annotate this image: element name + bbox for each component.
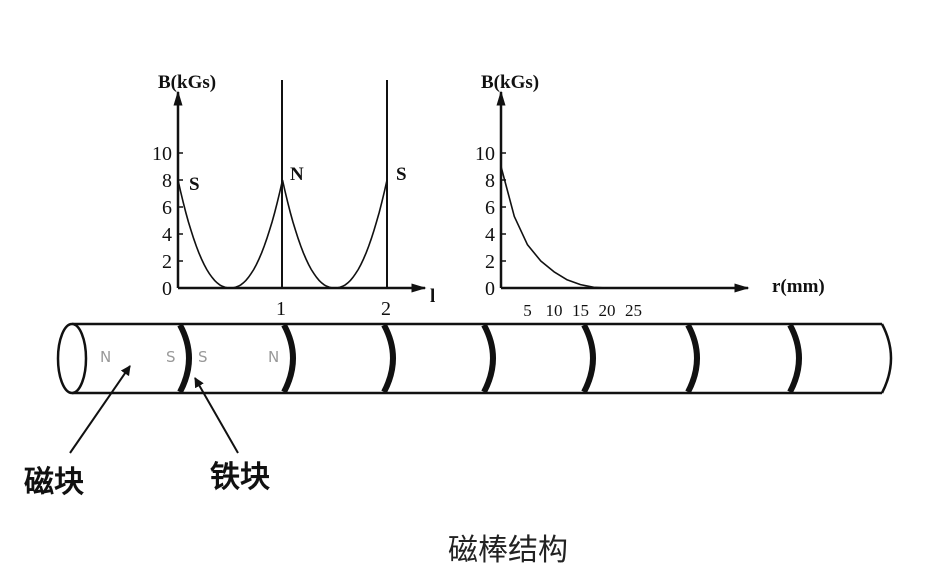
y-tick: 10 [475, 143, 495, 165]
x-tick: 5 [523, 301, 532, 320]
magnetic-rod: N S S N [56, 322, 893, 395]
x-axis-label: r(mm) [772, 276, 825, 297]
iron-block-label: 铁块 [210, 460, 270, 495]
rod-end [56, 322, 88, 395]
radial-field-chart: B(kGs) r(mm) 0 2 4 6 8 10 5 10 15 20 25 [475, 72, 825, 320]
pole-label: N [290, 164, 304, 185]
y-tick: 2 [162, 251, 172, 273]
x-tick: 2 [381, 298, 391, 320]
pole-mark: S [166, 348, 176, 366]
y-axis-label: B(kGs) [481, 72, 539, 93]
pole-label: S [396, 164, 407, 185]
x-tick: 15 [572, 301, 589, 320]
x-tick: 10 [546, 301, 563, 320]
field-curve [500, 166, 608, 289]
y-tick: 0 [485, 278, 495, 300]
y-tick: 0 [162, 278, 172, 300]
y-tick: 10 [152, 143, 172, 165]
y-tick: 8 [485, 170, 495, 192]
iron-block-ring [381, 323, 396, 394]
pole-label: S [189, 174, 200, 195]
iron-block-ring [481, 323, 496, 394]
y-tick: 4 [485, 224, 495, 246]
x-tick: 25 [625, 301, 642, 320]
caption: 磁棒结构 [448, 533, 568, 568]
y-axis-label: B(kGs) [158, 72, 216, 93]
pole-mark: N [100, 348, 111, 366]
iron-block-ring [787, 323, 802, 394]
pole-mark: S [198, 348, 208, 366]
iron-block-ring [581, 323, 596, 394]
magnet-block-label: 磁块 [24, 465, 84, 500]
x-axis-label: l [430, 286, 435, 307]
y-tick: 6 [485, 197, 495, 219]
y-tick: 4 [162, 224, 172, 246]
iron-pointer-arrow [194, 377, 239, 454]
iron-block-ring [177, 323, 192, 394]
x-tick: 20 [599, 301, 616, 320]
pole-mark: N [268, 348, 279, 366]
magnet-pointer-arrow [69, 365, 131, 454]
iron-block-ring [685, 323, 700, 394]
y-tick: 2 [485, 251, 495, 273]
field-curve [177, 179, 388, 289]
x-tick: 1 [276, 298, 286, 320]
axial-field-chart: B(kGs) l 0 2 4 6 8 10 1 2 S N S [152, 72, 435, 320]
y-tick: 6 [162, 197, 172, 219]
iron-block-ring [281, 323, 296, 394]
y-tick: 8 [162, 170, 172, 192]
